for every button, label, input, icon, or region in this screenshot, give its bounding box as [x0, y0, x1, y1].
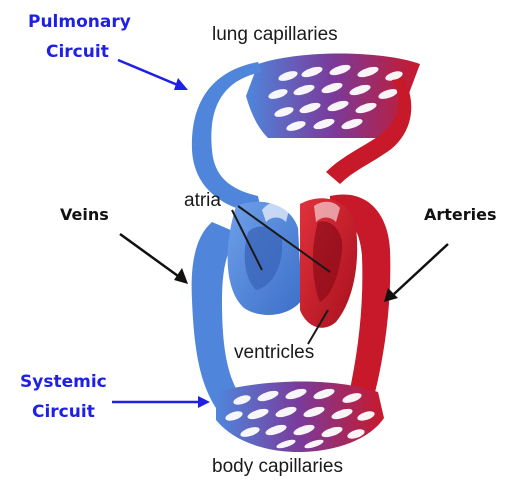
systemic-label-line1: Systemic — [20, 372, 107, 392]
arteries-arrow-line — [394, 244, 448, 294]
body-capillary-bed — [216, 381, 384, 452]
pulmonary-label-line1: Pulmonary — [28, 12, 131, 32]
pulmonary-arrowhead — [174, 78, 188, 90]
lung-capillaries-label: lung capillaries — [212, 24, 338, 46]
veins-arrow-line — [120, 234, 178, 276]
ventricles-label: ventricles — [234, 342, 314, 364]
veins-label: Veins — [60, 205, 109, 224]
systemic-arrowhead — [198, 396, 210, 408]
pulmonary-label-line2: Circuit — [46, 42, 109, 62]
atria-label: atria — [184, 190, 221, 212]
heart — [228, 198, 358, 328]
pulmonary-arrow-line — [118, 60, 180, 86]
body-capillaries-label: body capillaries — [212, 456, 343, 478]
systemic-label-line2: Circuit — [32, 402, 95, 422]
arteries-label: Arteries — [424, 205, 497, 224]
